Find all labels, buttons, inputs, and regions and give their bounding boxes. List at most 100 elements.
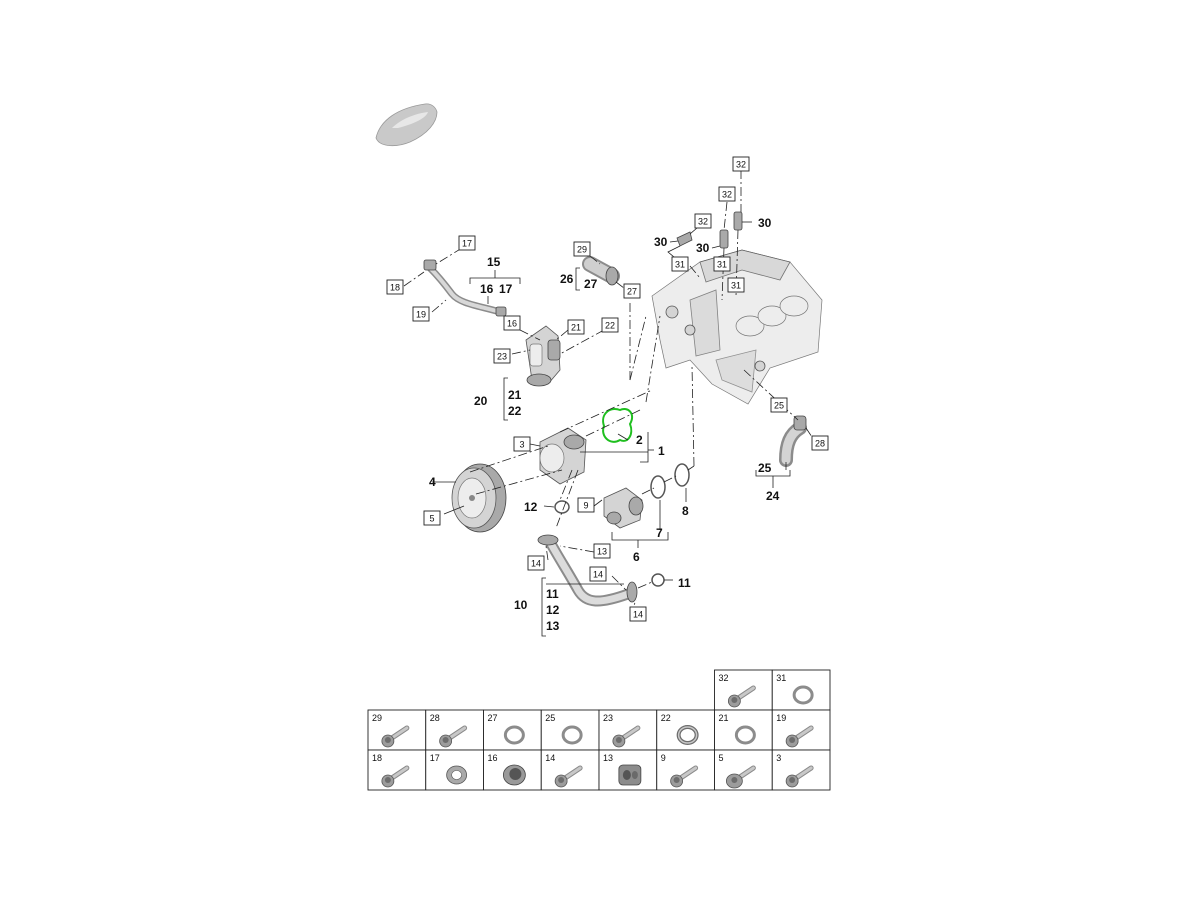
bolt-icon bbox=[727, 685, 756, 708]
callout-21: 21 bbox=[567, 319, 585, 335]
table-cell-label: 25 bbox=[545, 713, 555, 723]
vehicle-silhouette-icon bbox=[375, 103, 438, 147]
label-30-middle: 30 bbox=[696, 241, 710, 255]
svg-text:31: 31 bbox=[731, 281, 741, 291]
svg-text:31: 31 bbox=[675, 260, 685, 270]
callout-31-middle: 31 bbox=[713, 256, 731, 272]
callout-29: 29 bbox=[573, 241, 591, 257]
svg-text:19: 19 bbox=[416, 310, 426, 320]
label-17: 17 bbox=[499, 282, 513, 296]
label-20: 20 bbox=[474, 394, 488, 408]
pulley-4 bbox=[451, 463, 507, 533]
bolt-icon bbox=[785, 725, 814, 748]
callout-13: 13 bbox=[593, 543, 611, 559]
svg-text:5: 5 bbox=[429, 514, 434, 524]
callout-32-top: 32 bbox=[732, 156, 750, 172]
callout-32-left: 32 bbox=[694, 213, 712, 229]
table-cell-part-32: 32 bbox=[714, 669, 773, 711]
table-cell-part-23: 23 bbox=[598, 709, 658, 751]
label-1: 1 bbox=[658, 444, 665, 458]
gasket-2 bbox=[602, 408, 634, 443]
label-8: 8 bbox=[682, 504, 689, 518]
bolt-icon bbox=[381, 765, 410, 788]
label-12-list: 12 bbox=[546, 603, 560, 617]
callout-23: 23 bbox=[493, 348, 511, 364]
table-cell-label: 5 bbox=[719, 753, 724, 763]
hose-connector-26 bbox=[582, 256, 620, 286]
clamp-ring-icon bbox=[676, 725, 699, 745]
callout-18: 18 bbox=[386, 279, 404, 295]
label-4: 4 bbox=[429, 475, 436, 489]
svg-text:3: 3 bbox=[519, 440, 524, 450]
label-2: 2 bbox=[636, 433, 643, 447]
label-22: 22 bbox=[508, 404, 522, 418]
bracket-1 bbox=[580, 432, 654, 463]
label-30-right: 30 bbox=[758, 216, 772, 230]
washer-icon bbox=[446, 765, 468, 785]
ring-icon bbox=[792, 685, 814, 705]
svg-text:9: 9 bbox=[583, 501, 588, 511]
coolant-housing-20 bbox=[525, 325, 561, 387]
label-13: 13 bbox=[546, 619, 560, 633]
table-cell-label: 21 bbox=[719, 713, 729, 723]
bracket-10 bbox=[541, 577, 624, 637]
callout-9: 9 bbox=[577, 497, 595, 513]
engine-block bbox=[651, 249, 823, 405]
svg-text:28: 28 bbox=[815, 439, 825, 449]
table-cell-label: 32 bbox=[719, 673, 729, 683]
svg-text:27: 27 bbox=[627, 287, 637, 297]
callout-31-right: 31 bbox=[727, 277, 745, 293]
table-cell-part-22: 22 bbox=[656, 709, 715, 751]
water-pump-1 bbox=[539, 427, 587, 485]
callout-5: 5 bbox=[423, 510, 441, 526]
svg-text:32: 32 bbox=[698, 217, 708, 227]
svg-text:14: 14 bbox=[531, 559, 541, 569]
table-cell-label: 23 bbox=[603, 713, 613, 723]
svg-text:13: 13 bbox=[597, 547, 607, 557]
table-cell-part-25: 25 bbox=[540, 709, 600, 751]
table-cell-label: 18 bbox=[372, 753, 382, 763]
table-cell-label: 28 bbox=[430, 713, 440, 723]
label-6: 6 bbox=[633, 550, 640, 564]
ring-icon bbox=[734, 725, 756, 745]
label-15: 15 bbox=[487, 255, 501, 269]
bracket-24 bbox=[755, 462, 791, 488]
callout-16: 16 bbox=[503, 315, 521, 331]
table-cell-part-29: 29 bbox=[367, 709, 427, 751]
table-cell-part-3: 3 bbox=[771, 749, 831, 791]
svg-text:21: 21 bbox=[571, 323, 581, 333]
threaded-insert-icon bbox=[618, 764, 642, 786]
label-11-right: 11 bbox=[678, 576, 691, 590]
table-cell-label: 9 bbox=[661, 753, 666, 763]
bracket-20 bbox=[503, 377, 508, 421]
sensor-30-middle bbox=[711, 229, 729, 249]
table-cell-part-5: 5 bbox=[714, 749, 773, 791]
callout-32-middle: 32 bbox=[718, 186, 736, 202]
svg-text:14: 14 bbox=[593, 570, 603, 580]
svg-text:32: 32 bbox=[736, 160, 746, 170]
label-21: 21 bbox=[508, 388, 522, 402]
callout-17: 17 bbox=[458, 235, 476, 251]
table-cell-part-31: 31 bbox=[771, 669, 831, 711]
callout-3: 3 bbox=[513, 436, 531, 452]
callout-28: 28 bbox=[811, 435, 829, 451]
flange-bolt-icon bbox=[725, 765, 756, 789]
callout-14-right: 14 bbox=[629, 606, 647, 622]
svg-text:32: 32 bbox=[722, 190, 732, 200]
svg-text:16: 16 bbox=[507, 319, 517, 329]
elbow-connector-24 bbox=[779, 415, 807, 467]
table-cell-part-9: 9 bbox=[656, 749, 715, 791]
svg-text:31: 31 bbox=[717, 260, 727, 270]
table-cell-part-28: 28 bbox=[425, 709, 484, 751]
coolant-hose-15 bbox=[423, 259, 507, 317]
callout-14-middle: 14 bbox=[589, 566, 607, 582]
table-cell-label: 29 bbox=[372, 713, 382, 723]
o-ring-12 bbox=[554, 500, 570, 514]
svg-text:17: 17 bbox=[462, 239, 472, 249]
coolant-pipe-10 bbox=[537, 534, 638, 607]
table-cell-part-13: 13 bbox=[598, 749, 658, 791]
bolt-icon bbox=[554, 765, 583, 788]
label-30-left: 30 bbox=[654, 235, 668, 249]
svg-text:23: 23 bbox=[497, 352, 507, 362]
